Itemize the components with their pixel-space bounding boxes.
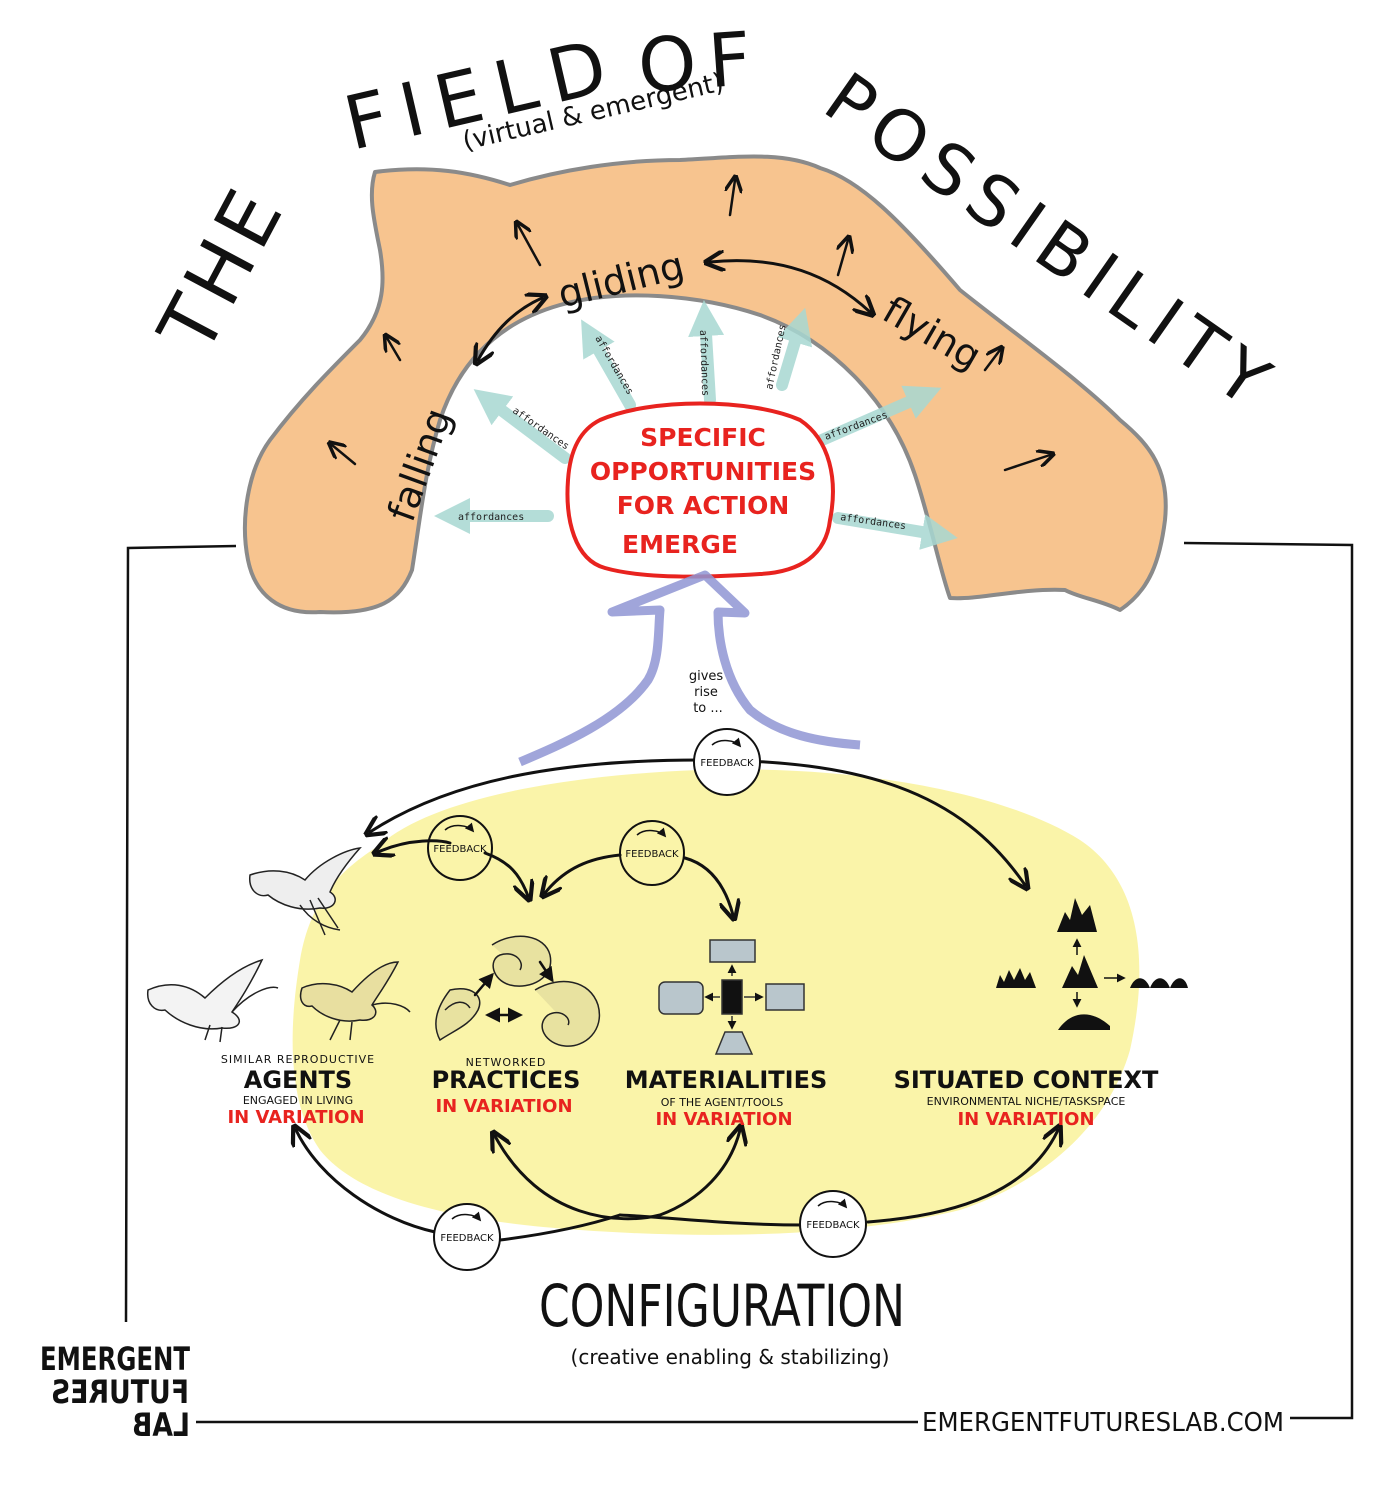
- context-sub: ENVIRONMENTAL NICHE/TASKSPACE: [927, 1095, 1126, 1108]
- feedback-arc-bottom-join: [618, 1213, 807, 1227]
- logo-line1: EMERGENT: [40, 1340, 190, 1378]
- opportunities-line3: FOR ACTION: [617, 491, 790, 520]
- bird-icon-group: [146, 846, 411, 1043]
- mountain-icon: [1057, 898, 1097, 932]
- feedback-circle-top: FEEDBACK: [693, 728, 761, 796]
- configuration-subtitle: (creative enabling & stabilizing): [571, 1345, 890, 1369]
- ribbon-icon: [491, 935, 552, 987]
- outer-frame: [124, 541, 1354, 1424]
- materiality-diagram-icon: [658, 939, 805, 1055]
- feedback-label-materialities: FEEDBACK: [625, 849, 679, 860]
- title-the: THE: [142, 171, 303, 367]
- feedback-circle-bottom-left: FEEDBACK: [433, 1203, 501, 1271]
- practices-name: PRACTICES: [432, 1066, 581, 1094]
- feedback-arrow-agents-left: [378, 841, 452, 852]
- affordance-arrows: [434, 300, 958, 550]
- feedback-label-agents: FEEDBACK: [433, 844, 487, 855]
- emergent-futures-lab-logo: EMERGENT FUTURES LAB: [40, 1340, 190, 1444]
- feedback-arc-bottom-agents: [296, 1130, 437, 1234]
- context-variation: IN VARIATION: [957, 1109, 1094, 1130]
- gives-rise-line1: gives: [689, 669, 724, 684]
- configuration-title: CONFIGURATION: [539, 1272, 905, 1340]
- ribbon-icon-group: [435, 935, 601, 1047]
- feedback-arrow-practices-mat-left: [545, 853, 622, 893]
- opportunities-line4: EMERGE: [622, 530, 738, 559]
- hills-icon: [1130, 978, 1188, 988]
- feedback-circle-bottom-right: FEEDBACK: [799, 1190, 867, 1258]
- mountain-icon: [1062, 955, 1098, 988]
- feedback-arc-bottom-mid: [498, 1213, 622, 1242]
- bird-icon: [249, 846, 362, 936]
- agents-name: AGENTS: [244, 1066, 352, 1094]
- feedback-arrow-materialities: [683, 856, 733, 915]
- configuration-blob: [292, 769, 1140, 1235]
- title-of: OF: [635, 15, 766, 109]
- ribbon-icon: [534, 980, 601, 1047]
- bird-icon: [146, 958, 279, 1043]
- gives-rise-arrow: [518, 570, 861, 767]
- agents-variation: IN VARIATION: [227, 1107, 364, 1128]
- opportunities-box: [565, 401, 835, 579]
- context-name: SITUATED CONTEXT: [894, 1066, 1159, 1094]
- falling-gliding-arrow: [478, 298, 542, 360]
- practices-variation: IN VARIATION: [435, 1096, 572, 1117]
- gives-rise-line3: to ...: [693, 701, 723, 716]
- feedback-label-top: FEEDBACK: [700, 758, 754, 769]
- materialities-name: MATERIALITIES: [625, 1066, 828, 1094]
- feedback-circle-agents: FEEDBACK: [427, 815, 493, 881]
- agents-sub: ENGAGED IN LIVING: [243, 1094, 353, 1107]
- feedback-label-bottom-left: FEEDBACK: [440, 1233, 494, 1244]
- feedback-label-bottom-right: FEEDBACK: [806, 1220, 860, 1231]
- opportunities-line2: OPPORTUNITIES: [590, 457, 816, 486]
- logo-line2: FUTURES: [51, 1373, 189, 1411]
- gives-rise-line2: rise: [694, 685, 718, 700]
- affordance-label-left: affordances: [458, 512, 524, 523]
- logo-line3: LAB: [132, 1406, 190, 1444]
- field-of-possibility-shape: [242, 154, 1168, 615]
- website-url: EMERGENTFUTURESLAB.COM: [922, 1408, 1284, 1438]
- affordance-label-upper-right: affordances: [823, 410, 889, 443]
- ribbon-icon: [435, 988, 481, 1042]
- feedback-circle-materialities: FEEDBACK: [619, 820, 685, 886]
- agents-pre: SIMILAR REPRODUCTIVE: [221, 1053, 375, 1066]
- feedback-arc-bottom-context: [866, 1130, 1058, 1224]
- bird-icon: [299, 961, 411, 1041]
- gliding-flying-arrow: [710, 261, 870, 312]
- materialities-variation: IN VARIATION: [655, 1109, 792, 1130]
- terrain-icon-group: [996, 898, 1188, 1030]
- practices-pre: NETWORKED: [466, 1056, 547, 1069]
- affordance-label-center: affordances: [697, 330, 710, 397]
- materialities-sub: OF THE AGENT/TOOLS: [661, 1096, 784, 1109]
- forest-icon: [996, 968, 1036, 988]
- opportunities-line1: SPECIFIC: [640, 423, 766, 452]
- valley-icon: [1058, 1014, 1110, 1030]
